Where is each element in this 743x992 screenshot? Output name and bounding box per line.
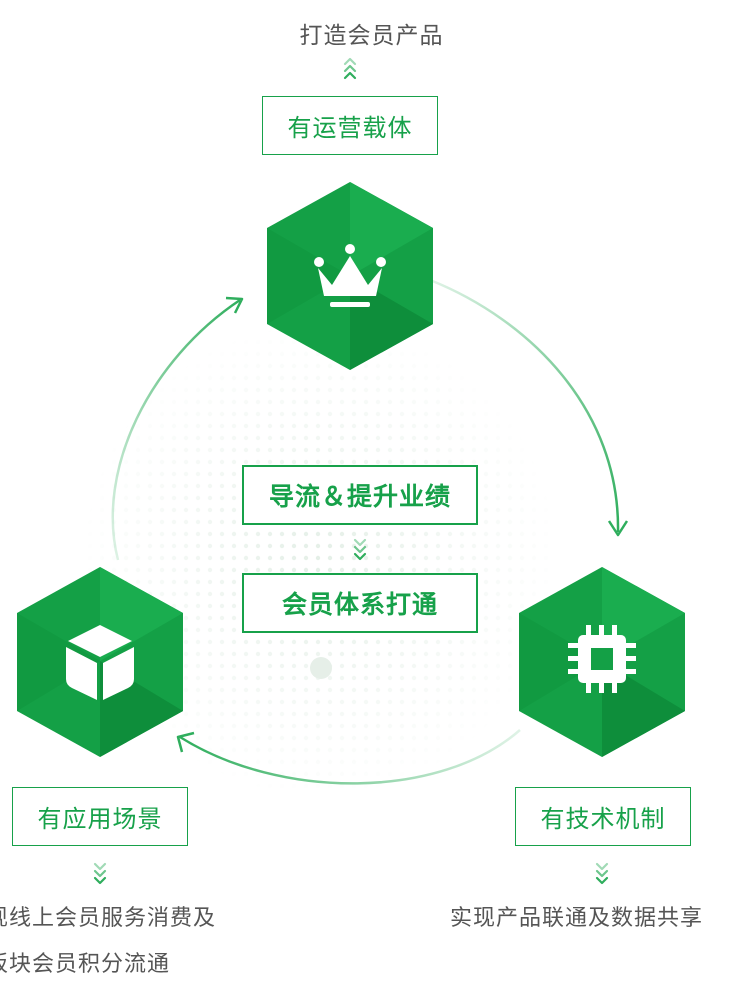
- right-box: 有技术机制: [515, 787, 691, 846]
- left-box-label: 有应用场景: [37, 805, 163, 833]
- center-box-primary: 导流＆提升业绩: [242, 465, 478, 525]
- top-box: 有运营载体: [262, 96, 438, 155]
- chevron-down-icon: [595, 862, 609, 885]
- hexagon-top: [267, 182, 433, 370]
- chevron-down-icon: [353, 538, 367, 561]
- crown-icon: [314, 244, 386, 307]
- right-box-label: 有技术机制: [540, 805, 666, 833]
- arrow-left-arc: [111, 298, 241, 561]
- arrow-right-head: [607, 520, 629, 537]
- chevron-up-icon: [343, 57, 357, 80]
- arrow-right-arc: [429, 278, 620, 533]
- center-box-primary-label: 导流＆提升业绩: [268, 482, 451, 511]
- center-box-secondary-label: 会员体系打通: [281, 590, 438, 619]
- left-box: 有应用场景: [12, 787, 188, 846]
- hexagon-left: [17, 567, 183, 757]
- top-box-label: 有运营载体: [287, 114, 413, 142]
- chevron-down-icon: [93, 862, 107, 885]
- arrow-bottom-arc: [179, 729, 521, 785]
- chip-icon: [568, 625, 636, 693]
- arrow-bottom-head: [176, 731, 195, 753]
- top-caption: 打造会员产品: [299, 23, 444, 49]
- dot-background: [80, 320, 560, 800]
- arrow-left-head: [225, 296, 244, 314]
- right-description: 实现产品联通及数据共享: [450, 906, 704, 931]
- cube-icon: [66, 625, 134, 700]
- left-description-line2: 板块会员积分流通: [0, 952, 171, 977]
- hexagon-right: [519, 567, 685, 757]
- center-box-secondary: 会员体系打通: [242, 573, 478, 633]
- left-description-line1: 现线上会员服务消费及: [0, 906, 217, 931]
